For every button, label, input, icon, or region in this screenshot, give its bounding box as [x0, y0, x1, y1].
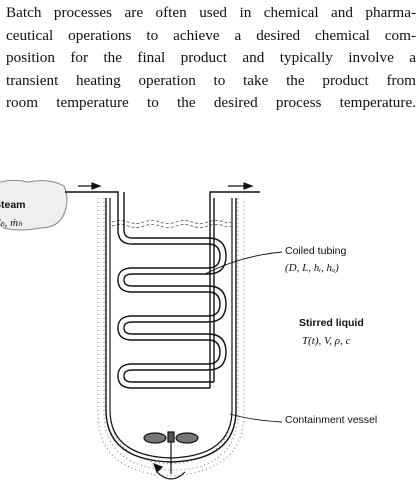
paragraph-line: room temperature to the desired process …: [6, 94, 416, 112]
batch-reactor-figure: Steam Tₕ, ṁₕ Coiled tubing (D, L, hᵢ, hₒ…: [0, 170, 420, 492]
paragraph-line: ceutical operations to achieve a desired…: [6, 26, 416, 44]
containment-vessel-label: Containment vessel: [285, 414, 378, 426]
liquid-surface: [111, 220, 232, 228]
flow-arrows: [78, 182, 254, 190]
insulation-stipple: [97, 198, 245, 477]
coiled-tubing-label: Coiled tubing: [285, 245, 347, 257]
steam-variables: Tₕ, ṁₕ: [0, 217, 23, 229]
coiled-tubing-variables: (D, L, hᵢ, hₒ): [285, 262, 339, 274]
leader-lines: [204, 251, 283, 423]
steam-inlet: Steam Tₕ, ṁₕ: [0, 181, 61, 231]
coiled-tubing: [65, 191, 260, 389]
stirred-liquid-label: Stirred liquid: [299, 317, 364, 329]
paragraph-line: transient heating operation to take the …: [6, 71, 416, 89]
steam-label: Steam: [0, 199, 26, 211]
stirred-liquid-variables: T(t), V, ρ, c: [302, 335, 351, 347]
paragraph-line: position for the final product and typic…: [6, 49, 416, 67]
stirrer: [143, 431, 199, 480]
reactor-diagram: [0, 179, 283, 480]
intro-paragraph: Batch processes are often used in chemic…: [6, 2, 416, 115]
paragraph-line: Batch processes are often used in chemic…: [6, 4, 416, 21]
steam-cloud: [0, 179, 68, 231]
